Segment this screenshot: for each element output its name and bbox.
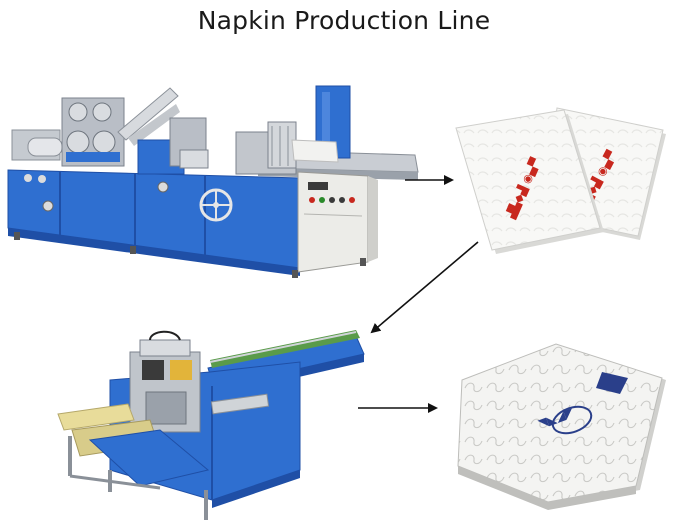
page-title: Napkin Production Line <box>197 6 491 35</box>
brand-logo-icon <box>551 405 593 435</box>
hand-wheel-icon <box>199 188 233 222</box>
down-left-arrow-icon <box>370 241 479 334</box>
flat-napkins: ▟▙◆▟ ◉▄▀ ▟▙◆▟ ◉▄▀ <box>455 107 666 254</box>
napkin-folding-machine <box>7 85 419 278</box>
napkin-packing-machine <box>57 330 365 520</box>
napkin-package: ◥◣◢◤ <box>457 343 666 510</box>
